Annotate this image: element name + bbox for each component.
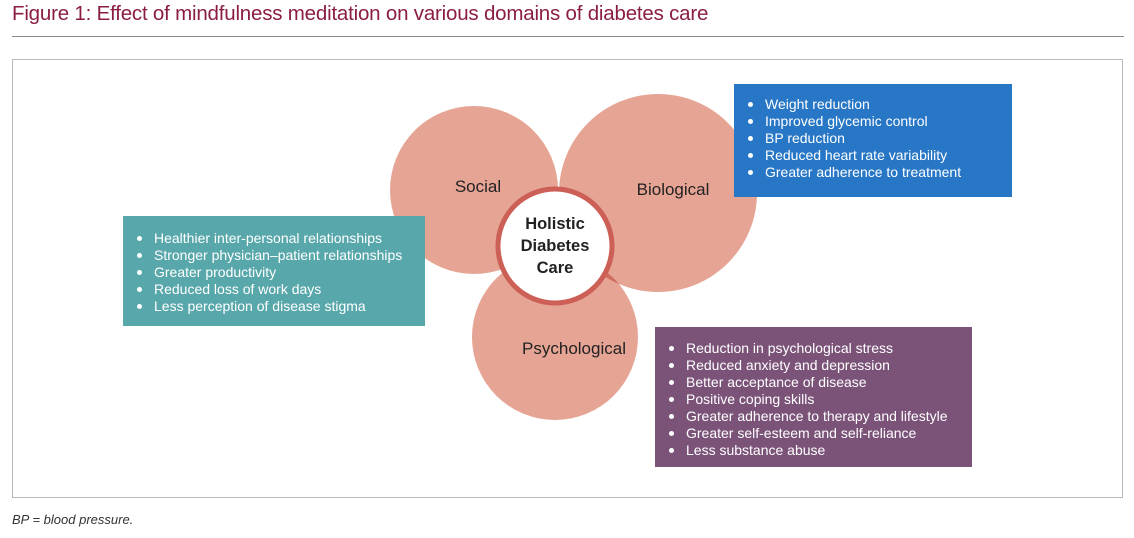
- figure-title: Figure 1: Effect of mindfulness meditati…: [12, 2, 709, 25]
- list-item: Improved glycemic control: [745, 113, 1012, 130]
- list-item: Stronger physician–patient relationships: [134, 247, 425, 264]
- center-label-line: Diabetes: [520, 237, 590, 255]
- psychological-benefits-box: Reduction in psychological stress Reduce…: [655, 327, 972, 467]
- center-label-line: Holistic: [525, 215, 585, 233]
- list-item: Greater self-esteem and self-reliance: [666, 425, 972, 442]
- list-item: Less substance abuse: [666, 442, 972, 459]
- list-item: Greater adherence to treatment: [745, 164, 1012, 181]
- list-item: Reduced anxiety and depression: [666, 357, 972, 374]
- list-item: Better acceptance of disease: [666, 374, 972, 391]
- list-item: Weight reduction: [745, 96, 1012, 113]
- list-item: Positive coping skills: [666, 391, 972, 408]
- figure-frame: [12, 59, 1123, 498]
- center-label: Holistic Diabetes Care: [500, 213, 610, 279]
- center-circle: [495, 186, 615, 306]
- list-item: Healthier inter-personal relationships: [134, 230, 425, 247]
- list-item: Less perception of disease stigma: [134, 298, 425, 315]
- list-item: Greater adherence to therapy and lifesty…: [666, 408, 972, 425]
- social-label: Social: [454, 177, 502, 196]
- psychological-label: Psychological: [522, 339, 626, 358]
- social-benefits-box: Healthier inter-personal relationships S…: [123, 216, 425, 326]
- footnote: BP = blood pressure.: [12, 512, 134, 527]
- list-item: BP reduction: [745, 130, 1012, 147]
- list-item: Reduced loss of work days: [134, 281, 425, 298]
- list-item: Reduced heart rate variability: [745, 147, 1012, 164]
- list-item: Greater productivity: [134, 264, 425, 281]
- biological-label: Biological: [636, 180, 710, 199]
- psychological-circle: [472, 254, 638, 420]
- title-divider: [12, 36, 1124, 37]
- list-item: Reduction in psychological stress: [666, 340, 972, 357]
- biological-benefits-box: Weight reduction Improved glycemic contr…: [734, 84, 1012, 197]
- center-label-line: Care: [536, 259, 574, 277]
